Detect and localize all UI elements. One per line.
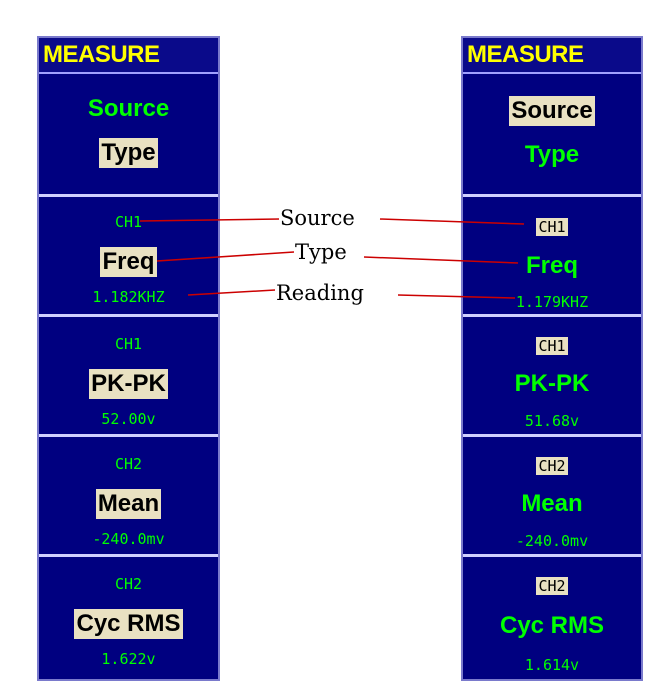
- right-cell-2-source: CH1: [536, 337, 568, 355]
- reading-connector-right: [397, 294, 516, 299]
- right-measure-panel: MEASURE Source Type CH1 Freq 1.179KHZ CH…: [461, 36, 643, 681]
- annotation-type: Type: [294, 240, 348, 264]
- left-measure-cell-4[interactable]: CH2 Cyc RMS 1.622v: [39, 554, 218, 679]
- left-cell-3-source: CH2: [114, 455, 143, 473]
- left-cell-2-reading: 52.00v: [101, 410, 156, 428]
- right-cell-4-type: Cyc RMS: [499, 612, 605, 639]
- left-cell-3-type: Mean: [95, 489, 162, 519]
- right-panel-title: MEASURE: [463, 38, 641, 74]
- left-cell-2-type: PK-PK: [89, 369, 168, 399]
- left-measure-cell-2[interactable]: CH1 PK-PK 52.00v: [39, 314, 218, 434]
- right-measure-cell-2[interactable]: CH1 PK-PK 51.68v: [463, 314, 641, 434]
- left-cell-1-type: Freq: [100, 247, 157, 277]
- left-cell-1-reading: 1.182KHZ: [92, 288, 165, 306]
- left-measure-panel: MEASURE Source Type CH1 Freq 1.182KHZ CH…: [37, 36, 220, 681]
- type-connector-left: [156, 251, 295, 262]
- left-cell-3-reading: -240.0mv: [92, 530, 165, 548]
- left-cell-4-reading: 1.622v: [101, 650, 156, 668]
- left-cell-2-source: CH1: [114, 335, 143, 353]
- right-measure-cell-3[interactable]: CH2 Mean -240.0mv: [463, 434, 641, 554]
- left-source-label: Source: [87, 95, 170, 122]
- left-type-label: Type: [99, 138, 158, 168]
- right-header-cell[interactable]: Source Type: [463, 72, 641, 194]
- right-cell-1-type: Freq: [525, 252, 578, 279]
- right-source-label: Source: [509, 96, 595, 126]
- right-cell-1-source: CH1: [536, 218, 568, 236]
- left-cell-4-type: Cyc RMS: [74, 609, 183, 639]
- annotation-source: Source: [279, 206, 356, 230]
- right-cell-2-reading: 51.68v: [524, 412, 580, 430]
- right-cell-3-source: CH2: [536, 457, 568, 475]
- right-measure-cell-4[interactable]: CH2 Cyc RMS 1.614v: [463, 554, 641, 679]
- right-measure-cell-1[interactable]: CH1 Freq 1.179KHZ: [463, 194, 641, 314]
- right-cell-2-type: PK-PK: [514, 370, 590, 397]
- left-cell-4-source: CH2: [114, 575, 143, 593]
- left-measure-cell-3[interactable]: CH2 Mean -240.0mv: [39, 434, 218, 554]
- left-cell-1-source: CH1: [114, 213, 143, 231]
- right-type-label: Type: [524, 141, 580, 168]
- right-cell-4-source: CH2: [536, 577, 568, 595]
- left-measure-cell-1[interactable]: CH1 Freq 1.182KHZ: [39, 194, 218, 314]
- right-cell-3-type: Mean: [521, 490, 583, 517]
- left-header-cell[interactable]: Source Type: [39, 72, 218, 194]
- source-connector-left: [139, 218, 281, 222]
- right-cell-4-reading: 1.614v: [524, 656, 580, 674]
- reading-connector-left: [187, 289, 276, 296]
- source-connector-right: [379, 218, 525, 225]
- right-cell-1-reading: 1.179KHZ: [515, 293, 589, 311]
- right-cell-3-reading: -240.0mv: [515, 532, 589, 550]
- type-connector-right: [363, 256, 519, 264]
- annotation-reading: Reading: [275, 281, 365, 305]
- left-panel-title: MEASURE: [39, 38, 218, 74]
